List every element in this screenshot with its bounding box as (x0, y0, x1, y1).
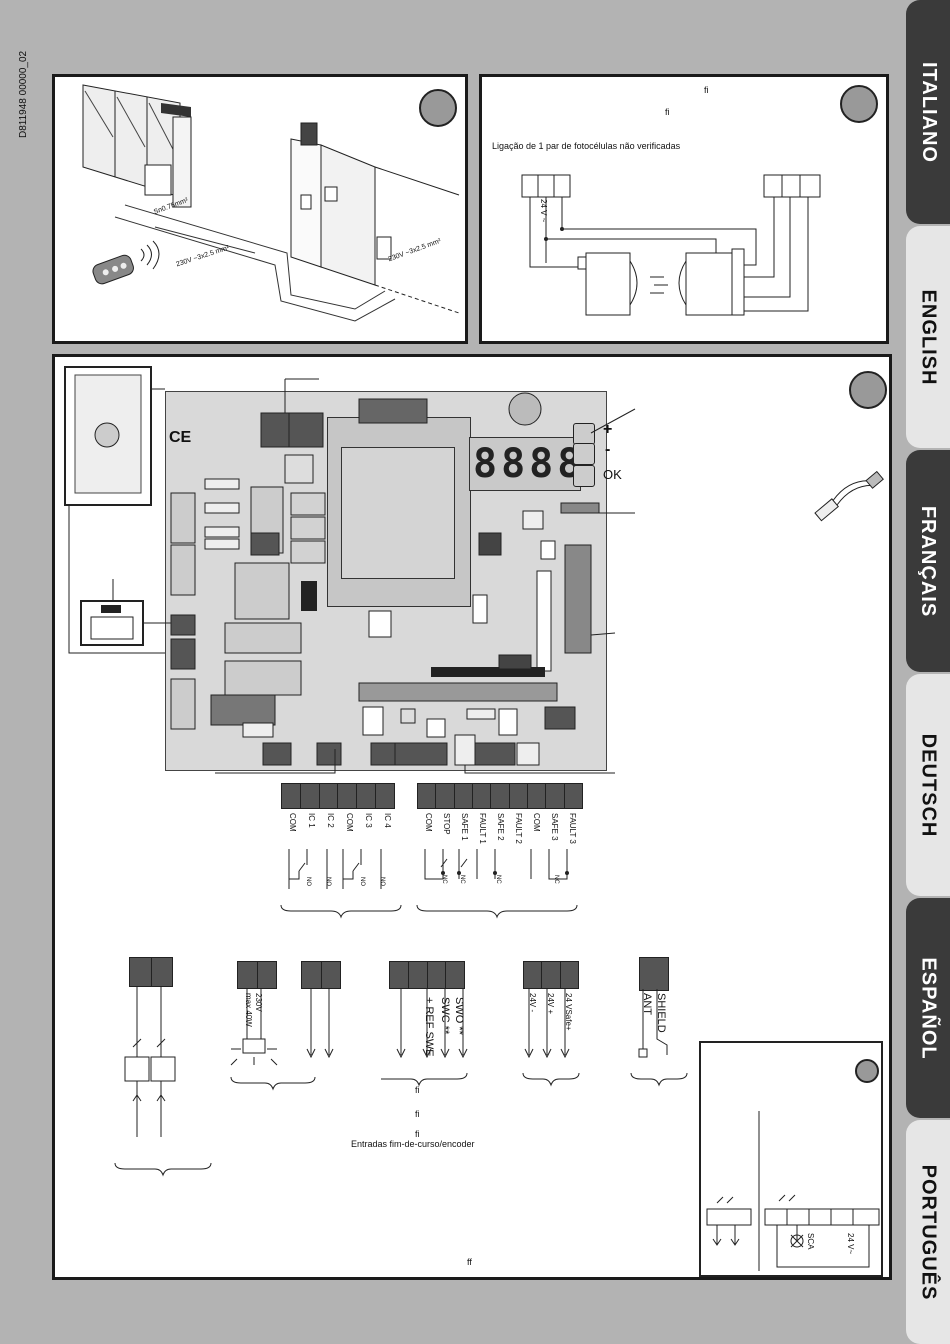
photocell-voltage: 24 V ~ (539, 199, 548, 223)
transformer-core (341, 447, 455, 579)
note-mark-3: fi (415, 1085, 420, 1095)
footer-mark: ff (467, 1257, 472, 1267)
limit-caption: Entradas fim-de-curso/encoder (351, 1139, 475, 1149)
tab-english[interactable]: ENGLISH (906, 226, 950, 448)
tab-français[interactable]: FRANÇAIS (906, 450, 950, 672)
photocell-title: Ligação de 1 par de fotocélulas não veri… (492, 141, 681, 151)
tab-label: PORTUGUÊS (917, 1164, 940, 1300)
tab-label: DEUTSCH (917, 733, 940, 837)
limit-terminal-block (389, 961, 465, 989)
note-mark-5: fi (415, 1129, 420, 1139)
led-display (469, 437, 581, 491)
antenna-terminal-block (639, 957, 669, 991)
inset-panel (699, 1041, 883, 1277)
minus-button[interactable] (573, 443, 595, 465)
installation-drawing (82, 84, 460, 322)
board-components (64, 366, 884, 774)
inset-wiring (706, 1111, 880, 1271)
aux-wiring (306, 989, 334, 1059)
tab-label: ITALIANO (917, 61, 940, 163)
plus-label: + (603, 421, 613, 438)
board-panel: CE 8888 + - OK (52, 354, 892, 1280)
figure-badge-3 (849, 371, 887, 409)
antenna-wiring (630, 989, 688, 1087)
ce-mark: CE (169, 429, 192, 446)
installation-panel: Sn0.75mm² 230V ~3x2.5 mm² 230V ~3x2.5 mm… (52, 74, 468, 344)
aux-terminal-block (301, 961, 341, 989)
tab-deutsch[interactable]: DEUTSCH (906, 674, 950, 896)
note-mark-2: fi (665, 107, 670, 117)
tab-label: ENGLISH (917, 289, 940, 385)
tab-label: FRANÇAIS (917, 505, 940, 617)
figure-badge-4 (855, 1059, 879, 1083)
tab-italiano[interactable]: ITALIANO (906, 0, 950, 224)
tab-português[interactable]: PORTUGUÊS (906, 1120, 950, 1344)
power-terminal-block (523, 961, 579, 989)
inputs-contacts (280, 849, 402, 919)
display-digits: 8888 (473, 441, 586, 487)
lamp-terminal-block (237, 961, 277, 989)
inset-sca: SCA (806, 1233, 815, 1250)
motor-terminal-block (129, 957, 173, 987)
figure-badge-1 (419, 89, 457, 127)
power-wiring (522, 989, 580, 1087)
ok-button[interactable] (573, 465, 595, 487)
note-mark-1: fi (704, 85, 709, 95)
photocell-wiring (521, 174, 821, 316)
motor-wiring (114, 987, 212, 1177)
limit-wiring (381, 989, 468, 1087)
figure-badge-2 (840, 85, 878, 123)
note-mark-4: fi (415, 1109, 420, 1119)
document-code: D811948 00000_02 (18, 50, 29, 138)
photocell-panel: fi fi Ligação de 1 par de fotocélulas nã… (479, 74, 889, 344)
inputs-terminal-block (281, 783, 395, 809)
tab-label: ESPAÑOL (917, 956, 940, 1060)
safety-terminal-block (417, 783, 583, 809)
lamp-wiring (230, 989, 316, 1091)
inset-24v: 24 V~ (846, 1233, 855, 1255)
safety-contacts (416, 849, 578, 919)
ok-label: OK (603, 467, 622, 482)
minus-label: - (605, 441, 611, 458)
tab-español[interactable]: ESPAÑOL (906, 898, 950, 1118)
